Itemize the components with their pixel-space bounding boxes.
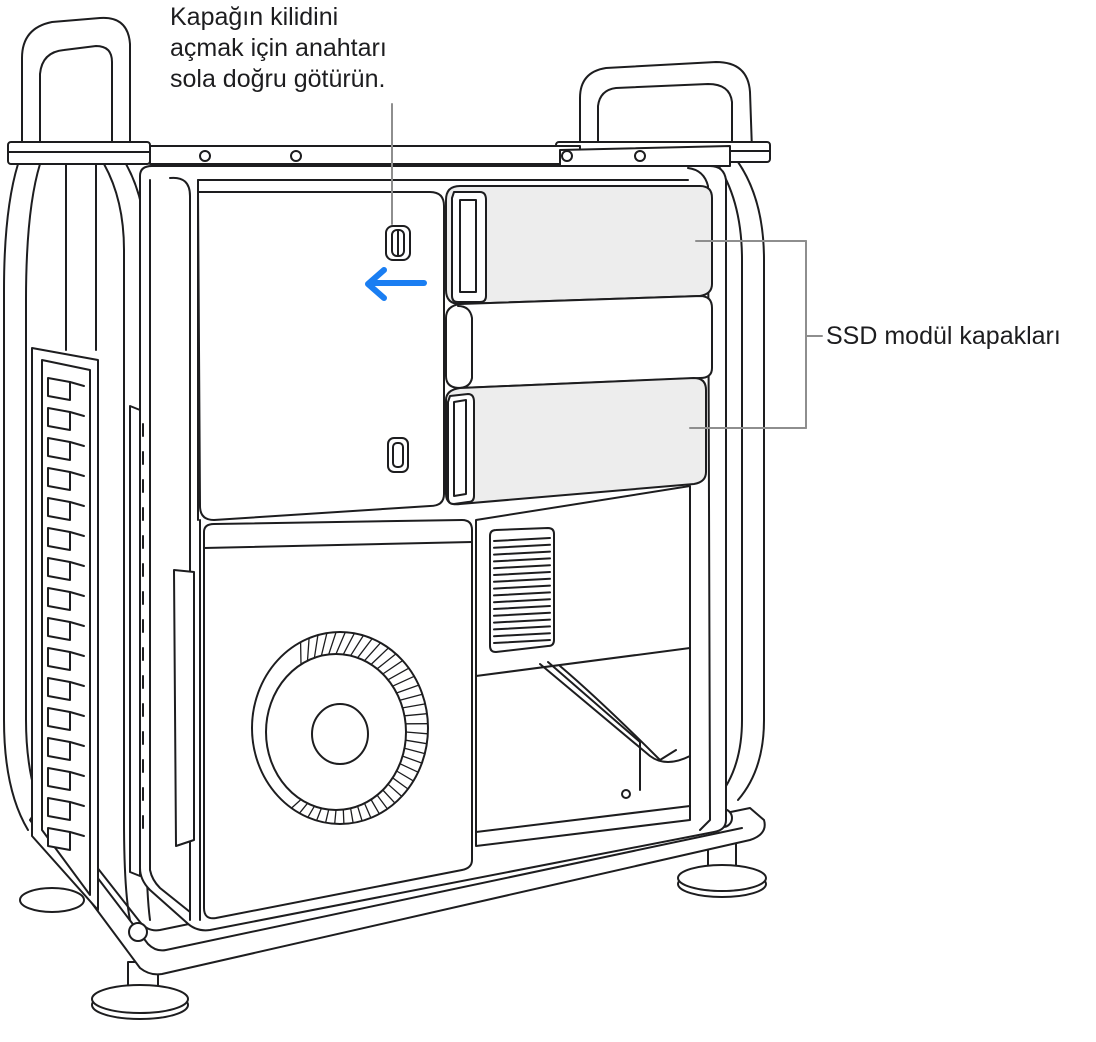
ssd-covers-callout: SSD modül kapakları bbox=[826, 321, 1061, 352]
ssd-blank-middle bbox=[446, 296, 712, 388]
vent-slat bbox=[48, 558, 70, 580]
vent-slat bbox=[48, 768, 70, 790]
vent-slat bbox=[48, 408, 70, 430]
lower-latch bbox=[388, 438, 408, 472]
vent-slat bbox=[48, 468, 70, 490]
ssd-cover-top bbox=[446, 186, 712, 304]
vent-slat bbox=[48, 498, 70, 520]
vent-slat bbox=[48, 438, 70, 460]
top-rail bbox=[150, 146, 730, 166]
lock-callout-line-1: Kapağın kilidini bbox=[170, 2, 387, 33]
vent-slat bbox=[48, 828, 70, 850]
rear-left-foot bbox=[20, 888, 84, 912]
vent-slat bbox=[48, 378, 70, 400]
lock-callout-line-2: açmak için anahtarı bbox=[170, 33, 387, 64]
ssd-cover-bottom bbox=[446, 378, 706, 504]
fan-blade bbox=[343, 810, 344, 824]
vent-slat bbox=[48, 618, 70, 640]
lock-callout-line-3: sola doğru götürün. bbox=[170, 64, 387, 95]
vent-slat bbox=[48, 588, 70, 610]
vent-slat bbox=[48, 528, 70, 550]
lock-switch bbox=[386, 226, 410, 260]
vent-slat bbox=[48, 678, 70, 700]
vent-slat bbox=[48, 648, 70, 670]
vent-slat bbox=[48, 708, 70, 730]
vent-slat bbox=[48, 738, 70, 760]
lock-switch-callout: Kapağın kilidini açmak için anahtarı sol… bbox=[170, 2, 387, 95]
vent-slat bbox=[48, 798, 70, 820]
